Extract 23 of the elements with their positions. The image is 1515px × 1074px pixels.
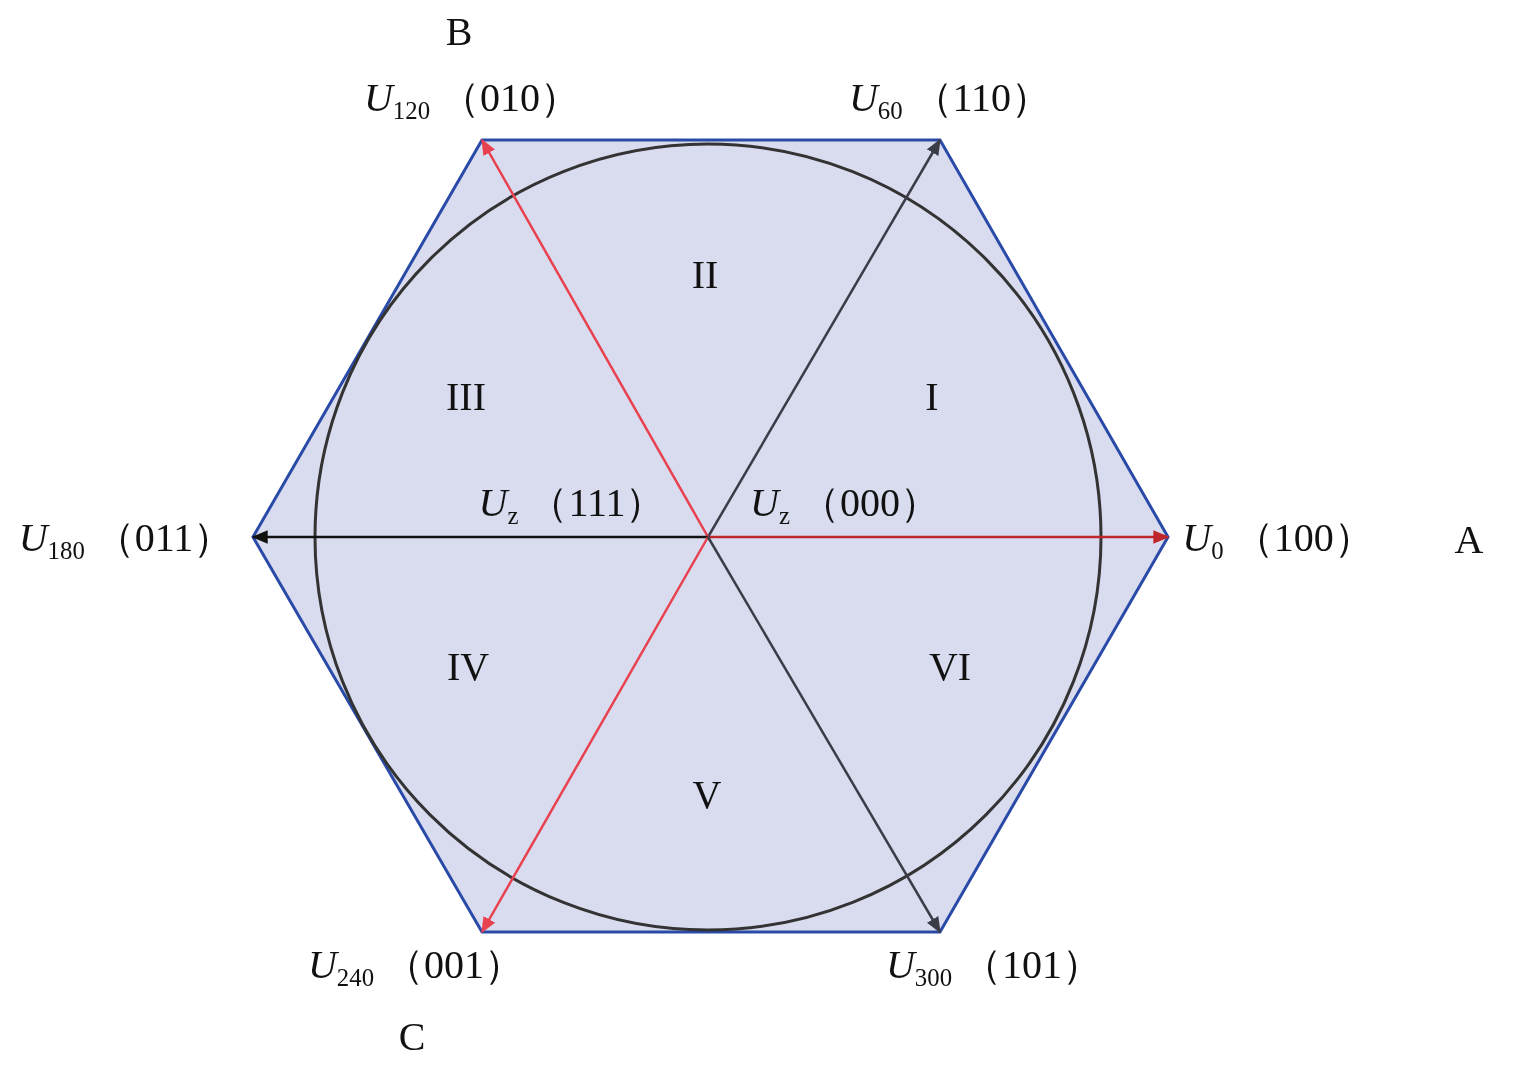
- vector-label: U$_{240}$ （001）: [307, 942, 525, 992]
- diagram-label: I: [925, 375, 939, 419]
- diagram-label: II: [691, 253, 719, 297]
- vector-arrow: [251, 530, 708, 544]
- vector-label: U$_{0}$ （100）: [1182, 515, 1374, 565]
- vector-arrow: [480, 138, 710, 538]
- vector-arrow: [706, 536, 942, 934]
- vector-arrow: [706, 138, 942, 538]
- diagram-label: VI: [928, 645, 972, 689]
- diagram-label: V: [692, 773, 722, 817]
- vector-label: U$_{300}$ （101）: [885, 942, 1103, 992]
- vector-label: U$_{180}$ （011）: [18, 515, 234, 565]
- vector-arrow: [480, 536, 710, 934]
- vector-label: U$_{60}$ （110）: [848, 75, 1052, 125]
- diagram-label: A: [1454, 518, 1484, 562]
- diagram-label: U$_{z}$ （000）: [750, 480, 940, 530]
- vector-arrow: [708, 530, 1170, 544]
- diagram-label: IV: [446, 645, 490, 689]
- diagram-label: U$_{z}$ （111）: [478, 480, 666, 530]
- vector-label: U$_{120}$ （010）: [363, 75, 581, 125]
- diagram-label: B: [445, 10, 473, 54]
- diagram-label: C: [398, 1015, 426, 1059]
- diagram-label: III: [446, 375, 486, 419]
